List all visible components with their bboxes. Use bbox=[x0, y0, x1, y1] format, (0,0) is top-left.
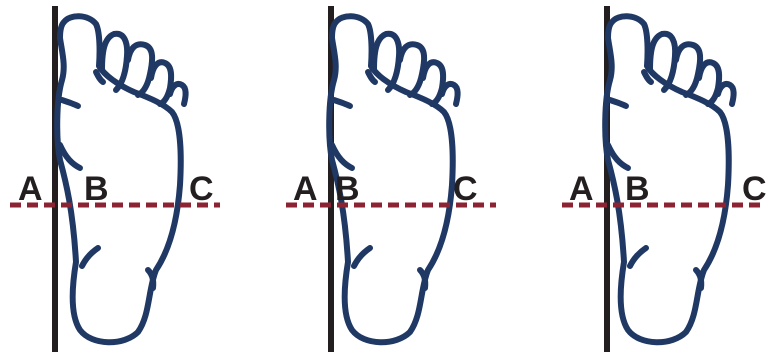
foot-outline bbox=[57, 16, 185, 342]
label-a: A bbox=[293, 170, 318, 208]
label-b: B bbox=[335, 170, 360, 208]
foot-panel-3: A B C bbox=[562, 6, 766, 352]
label-a: A bbox=[569, 170, 594, 208]
foot-panel-1: A B C bbox=[10, 6, 220, 352]
label-c: C bbox=[742, 170, 766, 208]
label-a: A bbox=[18, 170, 43, 208]
label-b: B bbox=[84, 170, 109, 208]
foot-panel-2: A B C bbox=[286, 6, 496, 352]
label-b: B bbox=[625, 170, 650, 208]
label-c: C bbox=[453, 170, 478, 208]
label-c: C bbox=[189, 170, 214, 208]
